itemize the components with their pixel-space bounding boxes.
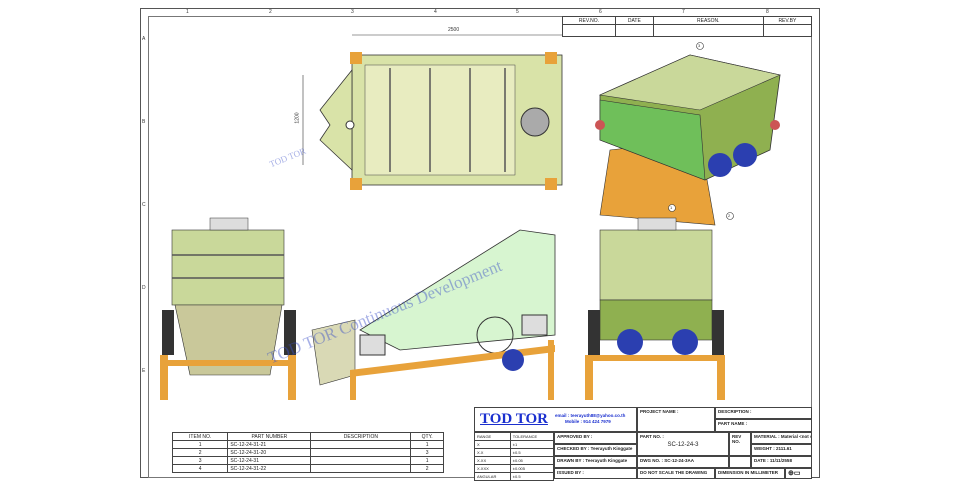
checked-by: CHECKED BY : Teerayuth Kinggate — [554, 444, 637, 456]
front-view — [160, 217, 296, 400]
zone-row: B — [142, 119, 146, 125]
description: DESCRIPTION : — [715, 407, 812, 419]
tol-cell: ±1 — [509, 440, 555, 449]
part-no-box: PART NO. : SC-12-24-3 — [637, 432, 729, 456]
rev-cell — [762, 24, 813, 37]
do-not-scale: DO NOT SCALE THE DRAWING — [637, 468, 715, 479]
balloon — [696, 42, 704, 50]
bom-cell: SC-12-24-31-22 — [227, 464, 312, 473]
bom-cell — [310, 448, 412, 457]
company-logo: TOD TOR — [480, 411, 548, 427]
bom-cell — [310, 456, 412, 465]
bom-cell: 3 — [171, 456, 229, 465]
zone-row: D — [142, 285, 146, 291]
bom-cell: 2 — [171, 448, 229, 457]
tol-cell: X.XX — [474, 456, 511, 465]
drawn-by: DRAWN BY : Teerayuth Kinggate — [554, 456, 637, 468]
tol-cell: ±0.05 — [509, 456, 555, 465]
bom-cell: 1 — [410, 456, 444, 465]
bom-header: PART NUMBER — [227, 432, 312, 441]
tol-cell: ±0.5 — [509, 448, 555, 457]
zone-col: 2 — [269, 9, 272, 15]
tol-cell: X.X — [474, 448, 511, 457]
tol-cell: ANGULAR — [474, 472, 511, 481]
bom-cell — [310, 464, 412, 473]
tol-cell: ±0.5 — [509, 472, 555, 481]
rev-no: REV NO. — [729, 432, 751, 456]
blank-cell — [729, 456, 751, 468]
project-name: PROJECT NAME : — [637, 407, 715, 432]
weight: WEIGHT : 2111.61 — [751, 444, 812, 456]
bom-header: ITEM NO. — [171, 432, 229, 441]
company-box: TOD TOR email : teerayuth88@yahoo.co.th … — [474, 407, 637, 432]
bom-cell: 1 — [171, 440, 229, 449]
balloon — [668, 204, 676, 212]
tol-header: TOLERANCE — [509, 432, 555, 441]
bom-cell: SC-12-24-31-21 — [227, 440, 312, 449]
part-no: SC-12-24-3 — [667, 442, 699, 448]
date: DATE : 11/11/2558 — [751, 456, 812, 468]
units: DIMENSION IN MILLIMETER — [715, 468, 785, 479]
bom-cell: 3 — [410, 448, 444, 457]
end-view — [585, 217, 725, 400]
zone-row: E — [142, 368, 146, 374]
mobile: Mobile : 914 424 7979 — [565, 419, 611, 424]
bom-cell: SC-12-24-31-20 — [227, 448, 312, 457]
tol-cell: X.XXX — [474, 464, 511, 473]
isometric-view — [595, 54, 781, 226]
side-view — [311, 229, 556, 400]
tol-cell: ±0.005 — [509, 464, 555, 473]
part-name: PART NAME : — [715, 419, 812, 432]
balloon — [726, 212, 734, 220]
zone-col: 6 — [599, 9, 602, 15]
bom-cell — [310, 440, 412, 449]
zone-col: 4 — [434, 9, 437, 15]
part-no-label: PART NO. : — [640, 434, 664, 439]
dimension-length: 2500 — [448, 27, 460, 33]
balloon-label: 1 — [670, 205, 673, 210]
balloon-label: 3 — [698, 43, 701, 48]
zone-col: 1 — [186, 9, 189, 15]
zone-col: 7 — [682, 9, 685, 15]
bom-header: DESCRIPTION — [310, 432, 412, 441]
rev-cell — [562, 24, 616, 37]
zone-row: C — [142, 202, 146, 208]
projection-symbol-icon: ⊕▭ — [785, 468, 812, 479]
issued-by: ISSUED BY : — [554, 468, 637, 479]
dwg-no: DWG NO. : SC-12-24-3AA — [637, 456, 729, 468]
tol-cell: X — [474, 440, 511, 449]
bom-cell: 4 — [171, 464, 229, 473]
zone-col: 8 — [766, 9, 769, 15]
bom-cell: 1 — [410, 440, 444, 449]
material: MATERIAL : Material <not specified> — [751, 432, 812, 444]
bom-header: QTY. — [410, 432, 444, 441]
zone-col: 5 — [516, 9, 519, 15]
balloon-label: 2 — [728, 213, 731, 218]
top-view — [302, 34, 563, 190]
zone-row: A — [142, 36, 146, 42]
dimension-width: 1200 — [294, 112, 301, 124]
bom-cell: 2 — [410, 464, 444, 473]
zone-col: 3 — [351, 9, 354, 15]
tol-header: RANGE — [474, 432, 511, 441]
approved-by: APPROVED BY : — [554, 432, 637, 444]
bom-cell: SC-12-24-31 — [227, 456, 312, 465]
email: email : teerayuth88@yahoo.co.th — [555, 413, 626, 418]
